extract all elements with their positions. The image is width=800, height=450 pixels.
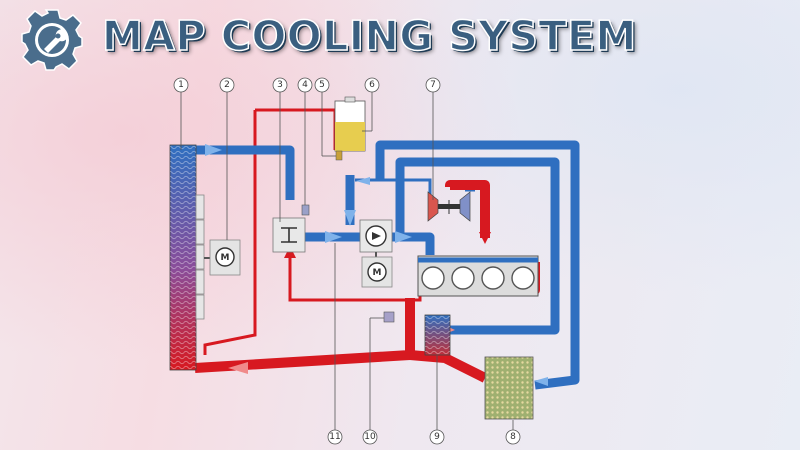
callout-8: 8 [505,429,521,445]
svg-text:8: 8 [510,432,516,442]
svg-text:9: 9 [434,432,440,442]
thermostat [272,217,306,253]
callout-11: 11 [327,429,343,445]
svg-text:3: 3 [277,80,283,90]
radiator [169,144,197,371]
water-pump [359,219,393,253]
svg-text:2: 2 [224,80,230,90]
fan-motor: M [209,239,241,276]
title-banner: MAP COOLING SYSTEM [20,8,637,72]
svg-text:M: M [221,253,230,263]
svg-text:10: 10 [364,432,376,442]
svg-text:5: 5 [319,80,325,90]
callout-6: 6 [364,77,380,93]
temperature-sensor [301,204,310,216]
svg-text:1: 1 [178,80,184,90]
svg-text:4: 4 [302,80,308,90]
callout-9: 9 [429,429,445,445]
callout-1: 1 [173,77,189,93]
svg-text:6: 6 [369,80,375,90]
callout-5: 5 [314,77,330,93]
gear-wrench-icon [21,9,83,71]
pump-motor: M [361,252,393,288]
callout-7: 7 [425,77,441,93]
svg-text:7: 7 [430,80,436,90]
oil-coolant-exchanger [424,314,451,356]
svg-text:11: 11 [329,432,340,442]
callout-4: 4 [297,77,313,93]
callout-10: 10 [362,429,378,445]
expansion-tank [334,96,366,161]
cold-coolant-lines [195,140,580,390]
turbocharger [427,191,471,222]
map-thermostat [383,311,395,323]
callout-leaders [180,92,514,430]
svg-text:M: M [373,268,382,278]
callout-2: 2 [219,77,235,93]
engine-block [417,255,539,297]
callout-markers: 1 2 3 4 5 6 7 8 9 10 11 [173,77,521,445]
callout-3: 3 [272,77,288,93]
heater-core [484,356,534,420]
fan-blades [195,194,205,320]
page-title: MAP COOLING SYSTEM [101,11,637,61]
